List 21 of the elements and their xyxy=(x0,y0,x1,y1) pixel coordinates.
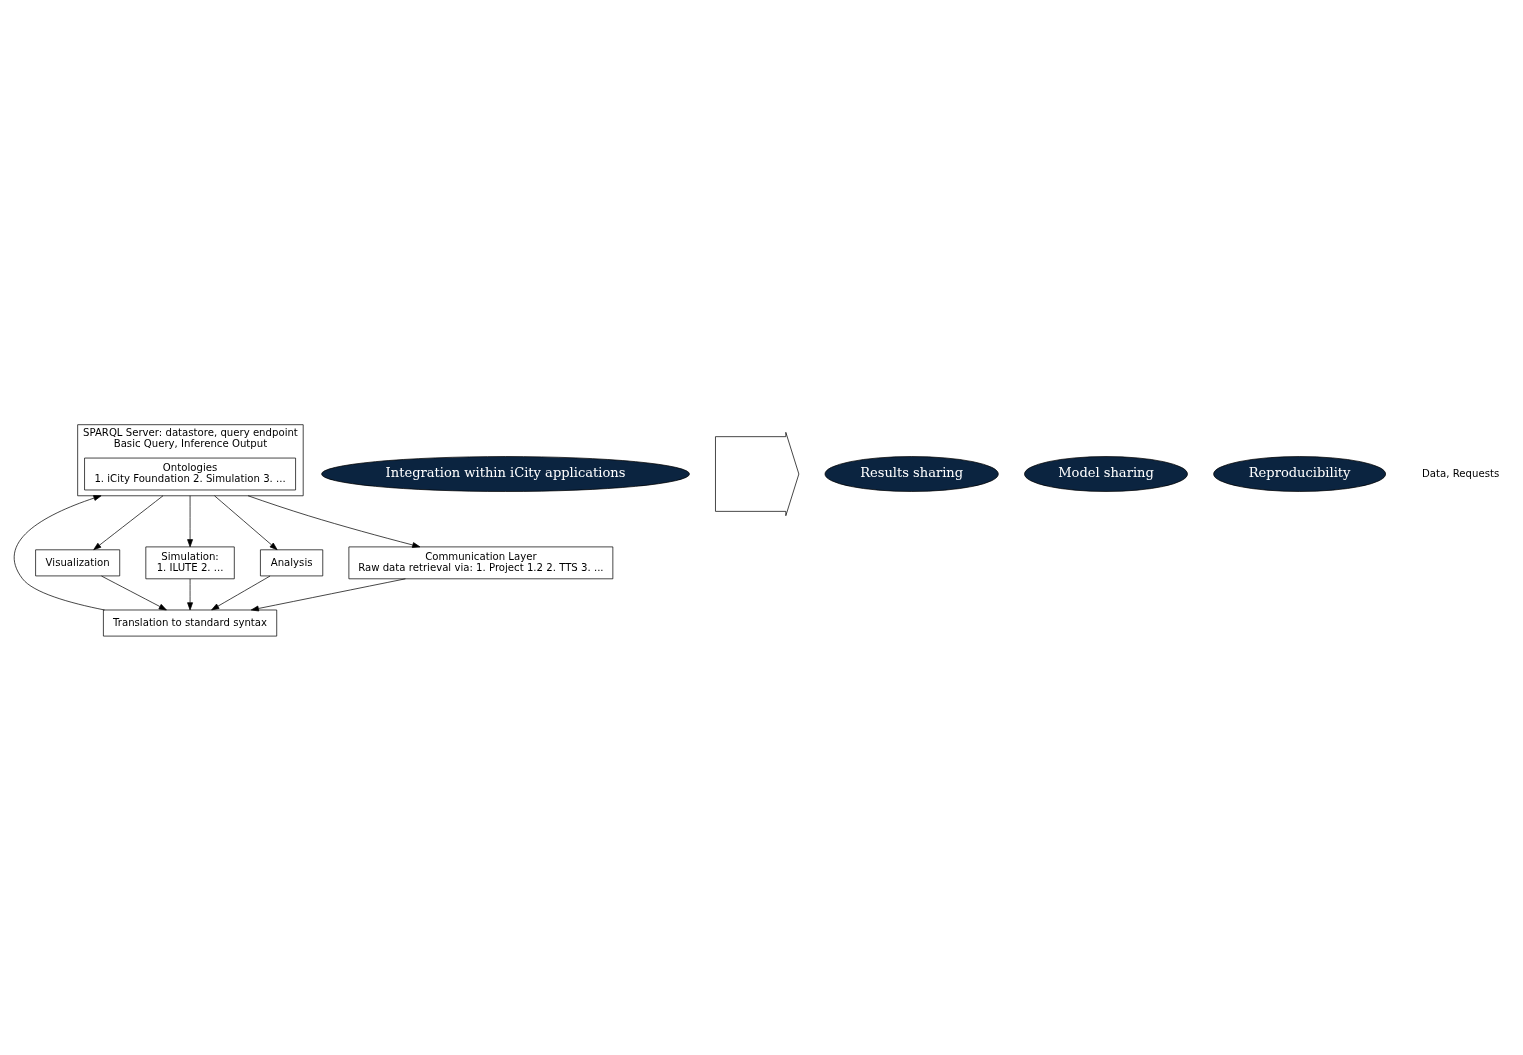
label: Data, Requests xyxy=(1422,467,1500,479)
node-ellipse: Reproducibility xyxy=(1213,456,1386,492)
node-box: Communication Layer Raw data retrieval via: 1. Project 1.2 2. TTS 3. ... xyxy=(348,546,614,580)
arrow xyxy=(250,578,406,612)
arrow xyxy=(187,578,193,611)
node-box: Simulation: 1. ILUTE 2. ... xyxy=(145,546,235,580)
arrow xyxy=(211,575,271,611)
node-ellipse: Model sharing xyxy=(1024,456,1188,492)
node-box: Translation to standard syntax xyxy=(103,609,278,637)
arrow xyxy=(101,575,167,611)
node-box: Visualization xyxy=(35,549,121,577)
arrow xyxy=(187,495,193,548)
node-ellipse: Results sharing xyxy=(824,456,999,492)
node-ellipse: Integration within iCity applications xyxy=(321,456,690,492)
arrow xyxy=(247,495,421,548)
node-box: Ontologies 1. iCity Foundation 2. Simulation 3. ... xyxy=(84,457,296,491)
arrow xyxy=(93,495,164,551)
node-box: Analysis xyxy=(260,549,324,577)
arrow xyxy=(14,495,105,611)
node-arrow xyxy=(715,431,800,517)
arrow xyxy=(214,495,278,551)
